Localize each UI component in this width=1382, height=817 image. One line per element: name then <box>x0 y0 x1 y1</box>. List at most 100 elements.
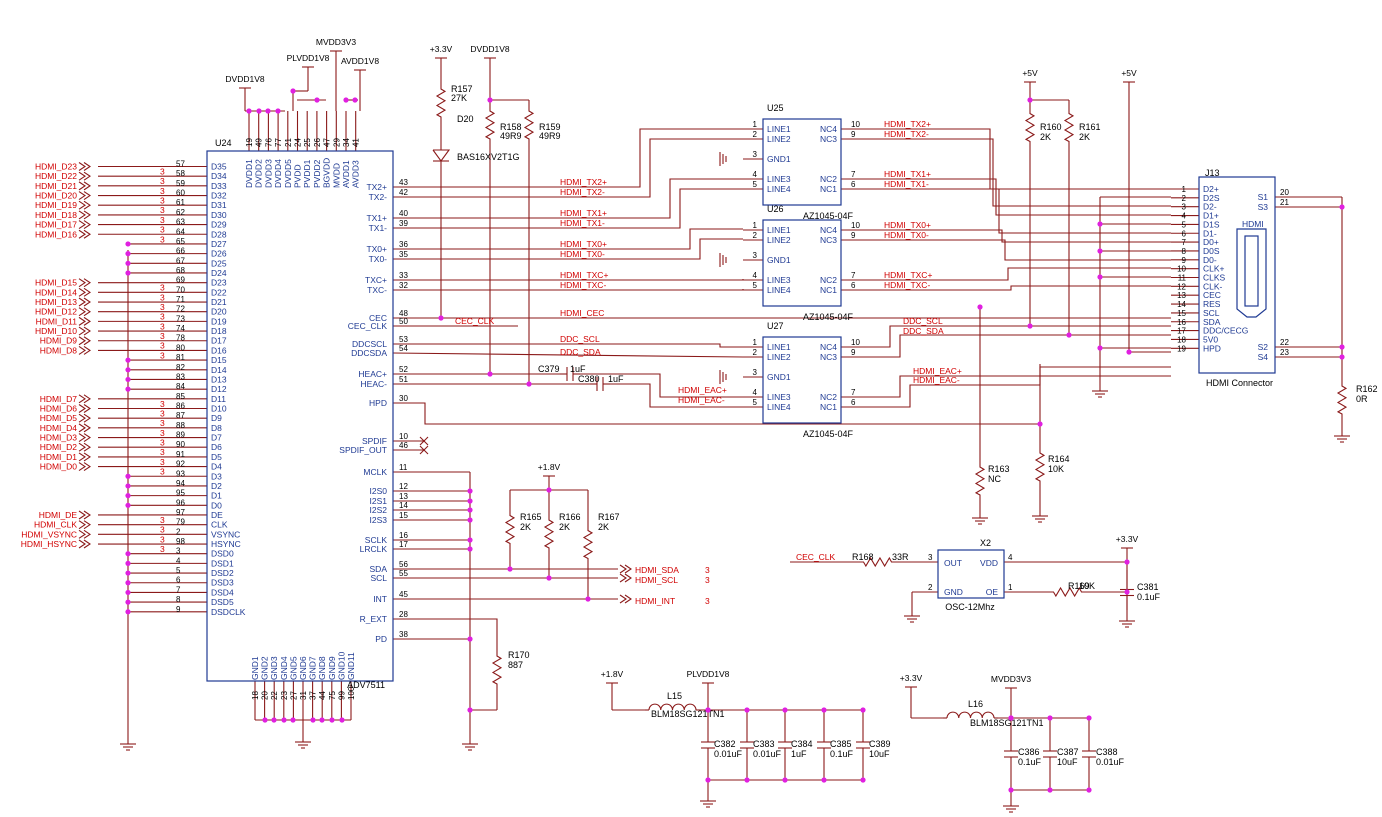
u24-right-pin-name: R_EXT <box>360 614 387 624</box>
u24-bottom-pin-num: 18 <box>251 691 260 700</box>
u27-pn: 10 <box>851 338 860 347</box>
x2-ref: X2 <box>980 538 991 548</box>
junction-dot <box>275 108 281 114</box>
u24-left-pin-num: 98 <box>176 537 185 546</box>
connector-arrow <box>83 336 91 346</box>
u24-left-pin-name: D4 <box>211 462 222 472</box>
j13-pin-name: CLK- <box>1203 281 1223 291</box>
left-net-sheet: 3 <box>160 438 165 448</box>
u24-bottom-pin-name: GND6 <box>298 656 308 680</box>
u24-left-pin-name: D6 <box>211 442 222 452</box>
u24-bottom-pin-num: 27 <box>289 691 298 700</box>
junction-dot <box>467 537 473 543</box>
left-net-label: HDMI_D18 <box>35 210 77 220</box>
u24-right-pin-name: HPD <box>369 398 387 408</box>
connector-arrow <box>78 452 86 462</box>
connector-arrow <box>78 404 86 413</box>
left-net-label: HDMI_D19 <box>35 200 77 210</box>
rail-3v3-osc: +3.3V <box>1116 534 1139 544</box>
heac-minus-out: HDMI_EAC- <box>913 375 960 385</box>
u25-pn: 10 <box>851 120 860 129</box>
connector-arrow <box>78 462 86 472</box>
u24-top-pin-name: DVDD4 <box>273 159 283 188</box>
u24-left-pin-num: 57 <box>176 160 185 169</box>
junction-dot <box>546 487 552 493</box>
nc-x <box>419 445 429 455</box>
i2c-int-sheet: 3 <box>705 596 710 606</box>
u25-part: AZ1045-04F <box>803 211 854 221</box>
rail-5v-a: +5V <box>1121 68 1137 78</box>
u27-pn: 1 <box>753 338 758 347</box>
left-net-sheet: 3 <box>160 341 165 351</box>
connector-arrow <box>78 210 86 220</box>
u24-left-pin-name: D22 <box>211 287 227 297</box>
junction-dot <box>125 270 131 276</box>
u24-right-pin-num: 11 <box>399 463 408 472</box>
u27-pin-gnd1: GND1 <box>767 372 791 382</box>
esd-out-net: HDMI_TX0+ <box>884 220 931 230</box>
left-net-sheet: 3 <box>160 515 165 525</box>
u25-pn: 5 <box>753 180 758 189</box>
u24-left-pin-name: D8 <box>211 423 222 433</box>
wire <box>861 138 1171 207</box>
wire <box>861 267 1171 281</box>
esd-out-net: HDMI_TX1- <box>884 179 929 189</box>
u25-pn: 3 <box>753 150 758 159</box>
junction-dot <box>487 97 493 103</box>
junction-dot <box>125 560 131 566</box>
u24-right-pin-name: TXC+ <box>365 275 387 285</box>
junction-dot <box>281 717 287 723</box>
j13-pin-name: DDC/CECG <box>1203 326 1248 336</box>
u24-left-pin-num: 8 <box>176 595 181 604</box>
j13-shield-name: S1 <box>1258 192 1269 202</box>
u25-pn: 4 <box>753 170 758 179</box>
u24-right-pin-num: 39 <box>399 219 408 228</box>
u24-left-pin-name: D21 <box>211 297 227 307</box>
u24-right-pin-name: HEAC+ <box>358 369 387 379</box>
u24-bottom-pin-name: GND5 <box>288 656 298 680</box>
filter1-cap-val: 1uF <box>791 749 807 759</box>
u26-pn: 7 <box>851 271 856 280</box>
u26-pin-line3: LINE3 <box>767 275 791 285</box>
junction-dot <box>125 473 131 479</box>
left-net-label: HDMI_D20 <box>35 191 77 201</box>
junction-dot <box>467 507 473 513</box>
junction-dot <box>977 304 983 310</box>
junction-dot <box>339 717 345 723</box>
u24-ref: U24 <box>215 138 232 148</box>
i2c-scl-sheet: 3 <box>705 575 710 585</box>
connector-arrow <box>78 181 86 191</box>
j13-shield-num: 20 <box>1280 188 1289 197</box>
hdmi-logo-icon <box>1236 228 1267 318</box>
u27-pin-line1: LINE1 <box>767 342 791 352</box>
junction-dot <box>125 260 131 266</box>
j13-pin-num: 14 <box>1177 300 1186 309</box>
left-net-sheet: 3 <box>160 321 165 331</box>
junction-dot <box>860 707 866 713</box>
filter1-cap-val: 0.01uF <box>714 749 743 759</box>
r160-val: 2K <box>1040 132 1051 142</box>
u27-pin-nc4: NC4 <box>820 342 837 352</box>
r157-val: 27K <box>451 93 467 103</box>
x2-n3: 3 <box>928 553 933 562</box>
u24-bottom-pin-name: GND2 <box>260 656 270 680</box>
u24-left-pin-num: 58 <box>176 169 185 178</box>
r166-val: 2K <box>559 522 570 532</box>
u24-left-pin-num: 66 <box>176 247 185 256</box>
u24-left-pin-name: D5 <box>211 452 222 462</box>
tx-net-label: HDMI_TX1+ <box>560 208 607 218</box>
connector-arrow <box>78 162 86 171</box>
j13-pin-name: SDA <box>1203 317 1221 327</box>
u24-right-pin-num: 15 <box>399 511 408 520</box>
j13-pin-num: 6 <box>1182 229 1187 238</box>
u24-left-pin-num: 3 <box>176 547 181 556</box>
junction-dot <box>1097 345 1103 351</box>
connector-arrow <box>83 462 91 472</box>
left-net-sheet: 3 <box>160 186 165 196</box>
resistor-vertical <box>504 490 516 569</box>
r165-ref: R165 <box>520 512 542 522</box>
j13-pin-name: RES <box>1203 299 1221 309</box>
cec-net: HDMI_CEC <box>560 308 604 318</box>
j13-pin-name: 5V0 <box>1203 334 1218 344</box>
connector-arrow <box>83 404 91 413</box>
